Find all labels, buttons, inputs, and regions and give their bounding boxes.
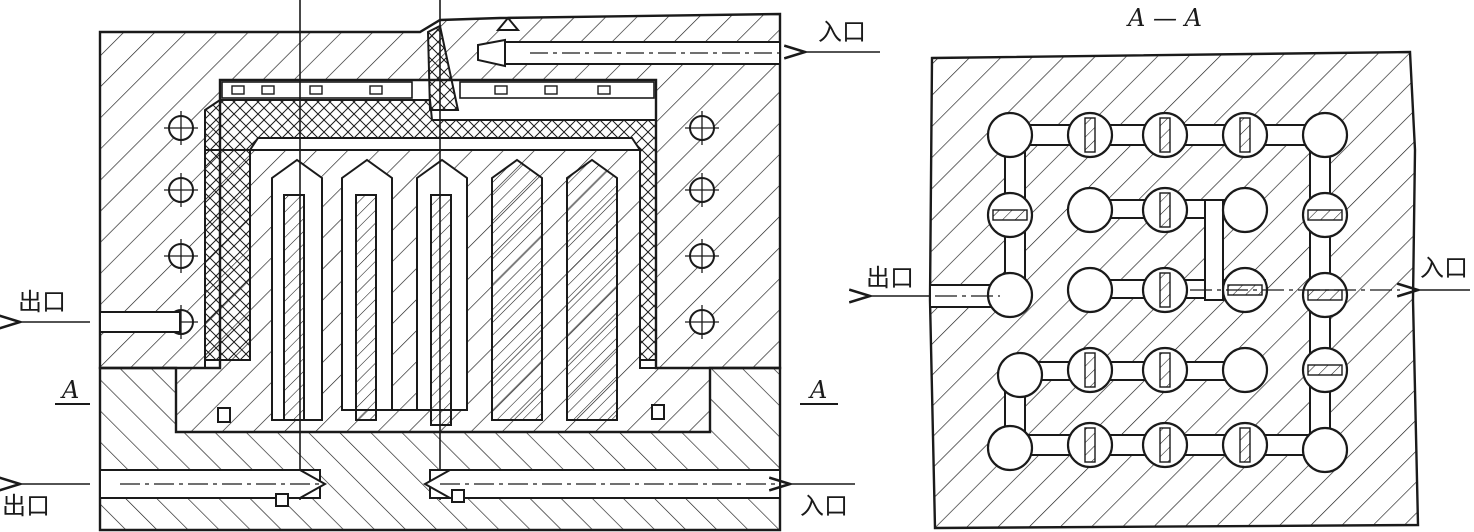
outlet-left-mid-label: 出口 <box>18 288 66 316</box>
top-inlet-channel <box>477 16 781 68</box>
section-inlet-label: 入口 <box>1420 254 1468 282</box>
inlet-top-label: 入口 <box>818 18 866 46</box>
bottom-channels <box>99 404 781 507</box>
molded-part <box>204 99 657 361</box>
main-section-view: 入口 出口 A A 出口 入口 <box>2 0 880 532</box>
section-title: A — A <box>1126 4 1202 32</box>
section-mark-left: A <box>60 376 79 404</box>
outlet-left-bottom-label: 出口 <box>2 492 50 520</box>
section-a-a-view: A — A <box>866 4 1470 530</box>
inlet-bottom-label: 入口 <box>800 492 848 520</box>
section-mark-right: A <box>808 376 827 404</box>
cooling-fingers <box>271 158 618 426</box>
sprue <box>426 24 460 111</box>
left-outlet-channel <box>99 311 181 333</box>
section-outlet-label: 出口 <box>866 264 914 292</box>
